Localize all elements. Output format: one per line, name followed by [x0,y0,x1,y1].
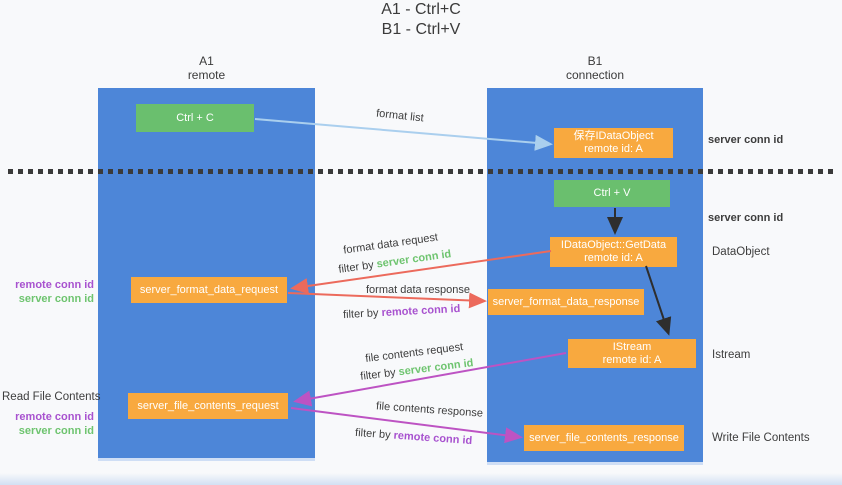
remote-conn-id-label: remote conn id [15,411,94,423]
read-file-contents-label: Read File Contents [2,391,101,403]
left-conn-id-pair-1: remote conn id server conn id [10,278,94,306]
diagram-title: A1 - Ctrl+C B1 - Ctrl+V [0,0,842,40]
right-column-header: B1 connection [487,54,703,82]
server-format-data-request-node: server_format_data_request [131,277,287,303]
server-file-contents-request-label: server_file_contents_request [137,399,279,412]
right-column-id: B1 [587,54,603,68]
server-format-data-response-label: server_format_data_response [492,295,640,308]
server-format-data-request-label: server_format_data_request [139,283,279,296]
server-conn-id-right-2: server conn id [708,212,784,224]
title-line-2: B1 - Ctrl+V [381,21,461,38]
istream-line2: remote id: A [602,353,662,366]
bottom-gradient [0,473,842,485]
getdata-line2: remote id: A [584,252,643,264]
server-file-contents-response-label: server_file_contents_response [529,431,679,444]
format-list-label: format list [375,107,425,125]
filter-by-prefix: filter by [359,366,400,383]
write-file-contents-label: Write File Contents [712,432,810,444]
filter-by-remote-conn-id-label-2: filter by remote conn id [355,427,473,447]
save-idataobject-node: 保存IDataObject remote id: A [554,128,673,158]
remote-conn-id-label: remote conn id [15,279,94,291]
filter-by-prefix: filter by [337,258,378,276]
ctrl-c-node: Ctrl + C [136,104,254,132]
left-column-role: remote [187,68,226,82]
dataobject-label: DataObject [712,246,770,258]
phase-separator-dotted-line [8,169,836,174]
left-column-id: A1 [199,54,214,68]
save-idataobject-line2: remote id: A [584,143,643,155]
server-file-contents-request-node: server_file_contents_request [128,393,288,419]
remote-conn-id-highlight: remote conn id [381,302,461,320]
ctrl-v-label: Ctrl + V [593,187,631,199]
server-format-data-response-node: server_format_data_response [488,289,644,315]
server-file-contents-response-node: server_file_contents_response [524,425,684,451]
right-column-role: connection [565,68,625,82]
istream-right-label: Istream [712,349,751,361]
server-conn-id-right-1: server conn id [708,134,784,146]
format-data-response-label: format data response [366,284,470,296]
left-column-header: A1 remote [98,54,315,82]
title-line-1: A1 - Ctrl+C [381,1,461,18]
server-conn-id-label: server conn id [18,425,94,437]
istream-line1: IStream [612,340,652,353]
ctrl-v-node: Ctrl + V [554,180,670,207]
filter-by-prefix: filter by [354,426,394,442]
server-conn-id-highlight: server conn id [375,248,453,271]
filter-by-remote-conn-id-label-1: filter by remote conn id [343,303,461,321]
istream-node: IStream remote id: A [568,339,696,368]
file-contents-response-label: file contents response [375,400,484,420]
left-conn-id-pair-2: remote conn id server conn id [10,410,94,438]
ctrl-c-label: Ctrl + C [176,111,214,124]
idataobject-getdata-node: IDataObject::GetData remote id: A [550,237,677,267]
getdata-line1: IDataObject::GetData [560,239,667,251]
server-conn-id-highlight: server conn id [397,357,475,379]
remote-conn-id-highlight: remote conn id [393,429,473,448]
server-conn-id-label: server conn id [18,293,94,305]
filter-by-prefix: filter by [342,307,382,322]
save-idataobject-line1: 保存IDataObject [573,130,654,142]
